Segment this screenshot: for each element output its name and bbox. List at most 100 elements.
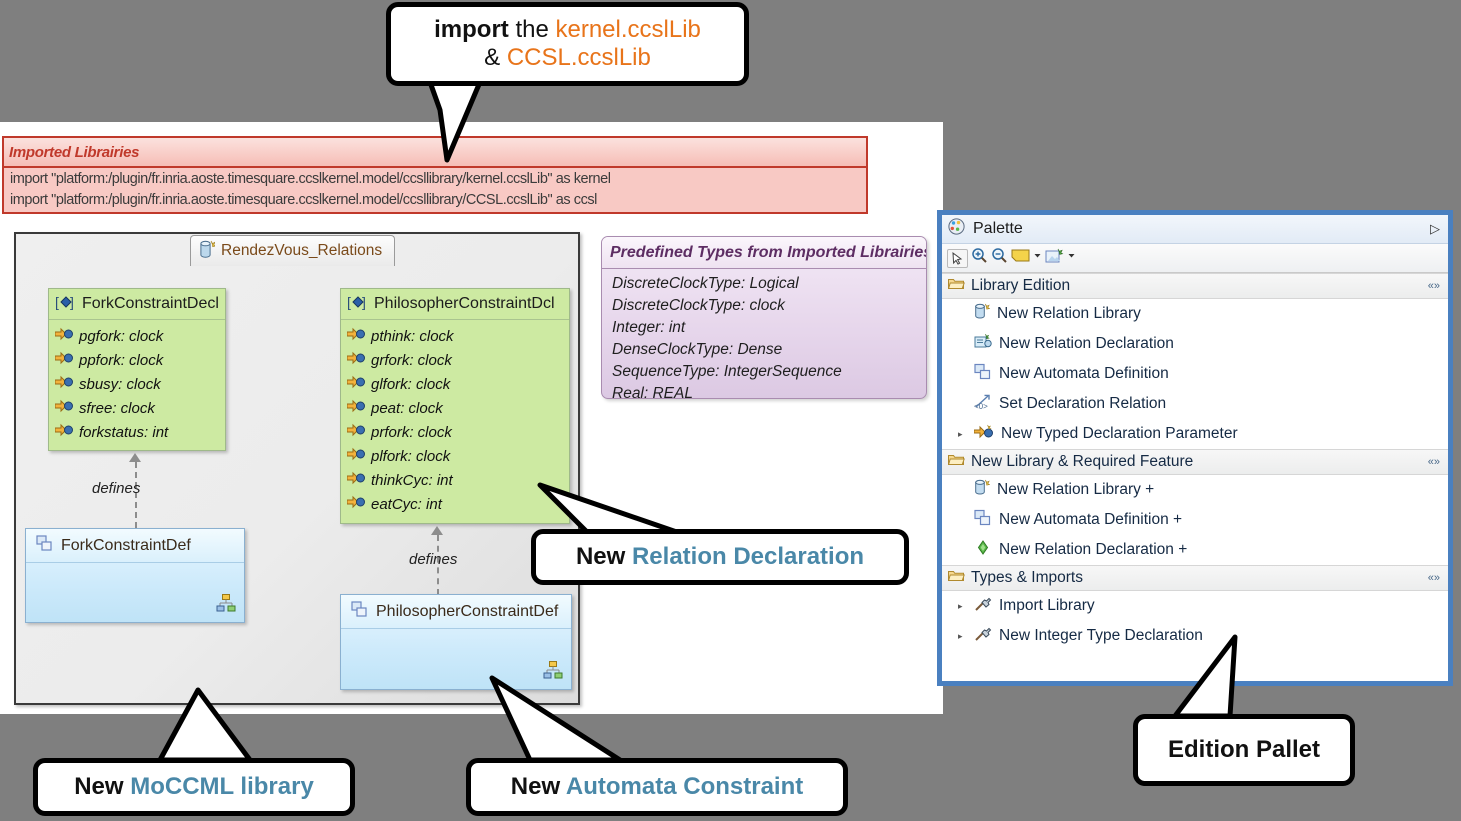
cursor-icon[interactable] [947,248,968,268]
class-box-fork-constraint-def[interactable]: ForkConstraintDef [25,528,245,623]
palette-section-types-imports[interactable]: Types & Imports «» [942,565,1448,591]
attribute-row: sfree: clock [54,396,225,420]
parameter-icon [54,423,73,441]
palette-item-new-relation-declaration-plus[interactable]: New Relation Declaration + [942,535,1448,565]
parameter-icon [54,351,73,369]
chevron-down-icon[interactable] [1067,249,1076,267]
palette-section-label: Types & Imports [971,569,1083,586]
class-name: ForkConstraintDef [61,536,191,554]
expand-arrow-icon[interactable]: ▸ [958,428,963,439]
class-box-philosopher-constraint-dcl[interactable]: [ ] PhilosopherConstraintDcl pthink: clo… [340,288,570,524]
attribute-label: prfork: clock [371,423,452,441]
palette-item-new-relation-library-plus[interactable]: New Relation Library + [942,475,1448,505]
palette-item-label: Set Declaration Relation [999,395,1167,412]
palette-section-new-library-required-feature[interactable]: New Library & Required Feature «» [942,449,1448,475]
expand-arrow-icon[interactable]: ▸ [958,630,963,641]
palette-item-label: New Relation Declaration [999,335,1174,352]
palette-section-library-edition[interactable]: Library Edition «» [942,273,1448,299]
typed-parameter-icon [973,424,994,445]
folder-open-icon [947,569,965,588]
parameter-icon [54,375,73,393]
class-header: [ ] ForkConstraintDecl [49,289,225,320]
class-header: ForkConstraintDef [26,529,244,563]
callout-plain-word: New [74,773,131,801]
automata-definition-icon [974,363,992,385]
attribute-row: plfork: clock [346,444,569,468]
callout-edition-pallet: Edition Pallet [1133,714,1355,786]
palette-item-label: New Integer Type Declaration [999,627,1203,644]
palette-toolbar[interactable] [942,244,1448,273]
import-statement: import "platform:/plugin/fr.inria.aoste.… [10,192,597,208]
callout-accent-word: CCSL.ccslLib [506,44,651,71]
imported-libraries-title: Imported Librairies [4,138,866,168]
class-attributes: pgfork: clock ppfork: clock sbusy: clock… [49,320,225,448]
attribute-row: glfork: clock [346,372,569,396]
class-header: [ ] PhilosopherConstraintDcl [341,289,569,320]
diagram-tab-label: RendezVous_Relations [221,242,383,259]
predefined-types-box[interactable]: Predefined Types from Imported Librairie… [601,236,927,399]
folder-open-icon [947,277,965,296]
predefined-types-title: Predefined Types from Imported Librairie… [602,237,926,269]
palette-item-label: New Typed Declaration Parameter [1001,425,1238,442]
parameter-icon [346,351,365,369]
palette-panel[interactable]: Palette ▷ Library Edition «» [937,210,1453,686]
palette-item-set-declaration-relation[interactable]: <0> Set Declaration Relation [942,389,1448,419]
palette-item-label: New Relation Declaration + [999,541,1188,558]
attribute-label: sbusy: clock [79,375,161,393]
callout-text: New MoCCML library [74,773,314,801]
automata-definition-icon [36,534,55,557]
palette-item-new-automata-definition[interactable]: New Automata Definition [942,359,1448,389]
attribute-row: prfork: clock [346,420,569,444]
section-collapse-icon[interactable]: «» [1427,572,1440,584]
folder-open-icon [947,453,965,472]
import-statement: import "platform:/plugin/fr.inria.aoste.… [10,171,611,187]
parameter-icon [346,495,365,513]
zoom-out-icon[interactable] [991,247,1008,269]
palette-item-new-integer-type-declaration[interactable]: ▸ New Integer Type Declaration [942,621,1448,651]
parameter-icon [346,471,365,489]
hammer-icon [974,596,992,617]
attribute-label: grfork: clock [371,351,452,369]
chevron-down-icon[interactable] [1033,249,1042,267]
attribute-row: eatCyc: int [346,492,569,516]
attribute-label: thinkCyc: int [371,471,453,489]
predefined-types-list: DiscreteClockType: Logical DiscreteClock… [602,269,926,399]
defines-link [437,535,439,595]
section-collapse-icon[interactable]: «» [1427,456,1440,468]
callout-text: New Relation Declaration [576,543,864,571]
predefined-type-row: DenseClockType: Dense [612,341,783,358]
class-box-philosopher-constraint-def[interactable]: PhilosopherConstraintDef [340,594,572,690]
note-attachment-icon[interactable] [1045,248,1064,269]
relation-declaration-icon: [ ] [347,294,369,315]
zoom-in-icon[interactable] [971,247,988,269]
attribute-row: forkstatus: int [54,420,225,444]
svg-text:<0>: <0> [974,402,988,410]
set-declaration-relation-icon: <0> [974,393,992,415]
palette-item-new-relation-library[interactable]: New Relation Library [942,299,1448,329]
diagram-tab[interactable]: RendezVous_Relations [190,235,396,266]
generalization-arrow [129,453,141,462]
imported-libraries-body: import "platform:/plugin/fr.inria.aoste.… [4,168,866,211]
attribute-label: peat: clock [371,399,443,417]
callout-bold-word: import [434,16,509,44]
imported-libraries-box[interactable]: Imported Librairies import "platform:/pl… [2,136,868,214]
note-icon[interactable] [1011,248,1030,268]
class-box-fork-constraint-decl[interactable]: [ ] ForkConstraintDecl pgfork: clock ppf… [48,288,226,451]
palette-item-new-relation-declaration[interactable]: New Relation Declaration [942,329,1448,359]
palette-section-label: Library Edition [971,277,1071,294]
section-collapse-icon[interactable]: «» [1427,280,1440,292]
palette-title: Palette [973,220,1023,237]
predefined-type-row: DiscreteClockType: Logical [612,275,799,292]
callout-plain-word: New [510,773,566,801]
palette-item-new-typed-declaration-parameter[interactable]: ▸ New Typed Declaration Parameter [942,419,1448,449]
palette-item-import-library[interactable]: ▸ Import Library [942,591,1448,621]
callout-new-automata-constraint: New Automata Constraint [466,758,848,816]
palette-header[interactable]: Palette ▷ [942,215,1448,244]
predefined-type-row: Real: REAL [612,385,693,399]
expand-arrow-icon[interactable]: ▸ [958,600,963,611]
palette-expand-icon[interactable]: ▷ [1430,221,1440,236]
palette-item-new-automata-definition-plus[interactable]: New Automata Definition + [942,505,1448,535]
class-attributes: pthink: clock grfork: clock glfork: cloc… [341,320,569,520]
callout-plain-word: New [575,543,632,571]
defines-label: defines [92,480,141,497]
